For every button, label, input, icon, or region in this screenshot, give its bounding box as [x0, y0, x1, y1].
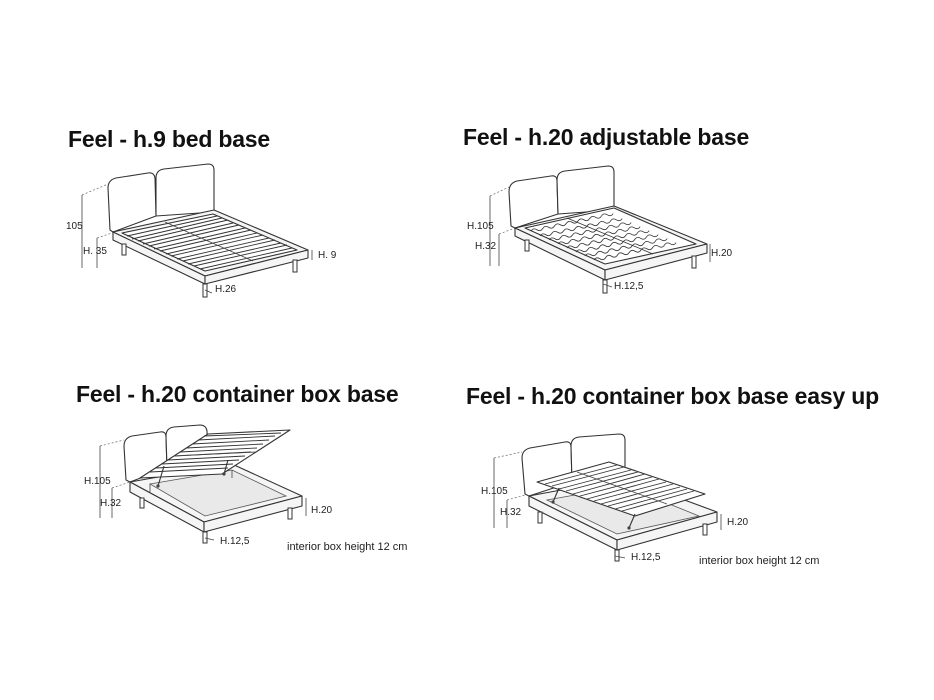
seat-height-label: H.32	[475, 241, 497, 252]
panel-h20-container-box-base-easy-up: Feel - h.20 container box base easy up	[466, 350, 934, 700]
bed-diagram: 105 H. 35 H. 9 H.26	[66, 163, 337, 298]
base-height-label: H.20	[711, 248, 733, 259]
interior-box-note: interior box height 12 cm	[287, 541, 407, 553]
panel-h9-bed-base: Feel - h.9 bed base	[0, 0, 467, 350]
seat-height-label: H.32	[100, 498, 122, 509]
leg-height-label: H.12,5	[631, 552, 661, 563]
total-height-label: 105	[66, 221, 83, 232]
interior-box-note: interior box height 12 cm	[699, 555, 819, 567]
panel-title: Feel - h.20 container box base	[76, 381, 399, 407]
bed-diagram: H.105 H.32 H.20 H.12,5	[467, 165, 733, 294]
adjustable-slats	[530, 213, 677, 261]
seat-height-label: H.32	[500, 507, 522, 518]
total-height-label: H.105	[84, 476, 111, 487]
panel-title: Feel - h.20 adjustable base	[463, 124, 750, 150]
lifted-slats	[544, 464, 695, 512]
panel-title: Feel - h.9 bed base	[68, 126, 270, 152]
seat-height-label: H. 35	[83, 246, 107, 257]
leg-height-label: H.12,5	[614, 281, 644, 292]
panel-title: Feel - h.20 container box base easy up	[466, 383, 879, 409]
lifted-slats	[149, 432, 282, 473]
total-height-label: H.105	[481, 486, 508, 497]
panel-h20-adjustable-base: Feel - h.20 adjustable base H.	[463, 0, 934, 350]
base-height-label: H. 9	[318, 250, 337, 261]
leg-height-label: H.26	[215, 284, 237, 295]
base-height-label: H.20	[311, 505, 333, 516]
leg-height-label: H.12,5	[220, 536, 250, 547]
panel-h20-container-box-base: Feel - h.20 container box base	[0, 350, 467, 700]
bed-diagram: H.105 H.32 H.20 H.12,5 interior box heig…	[84, 424, 407, 553]
slats	[126, 215, 293, 270]
bed-diagram: H.105 H.32 H.20 H.12,5 interior box heig…	[481, 433, 819, 567]
base-height-label: H.20	[727, 517, 749, 528]
total-height-label: H.105	[467, 221, 494, 232]
